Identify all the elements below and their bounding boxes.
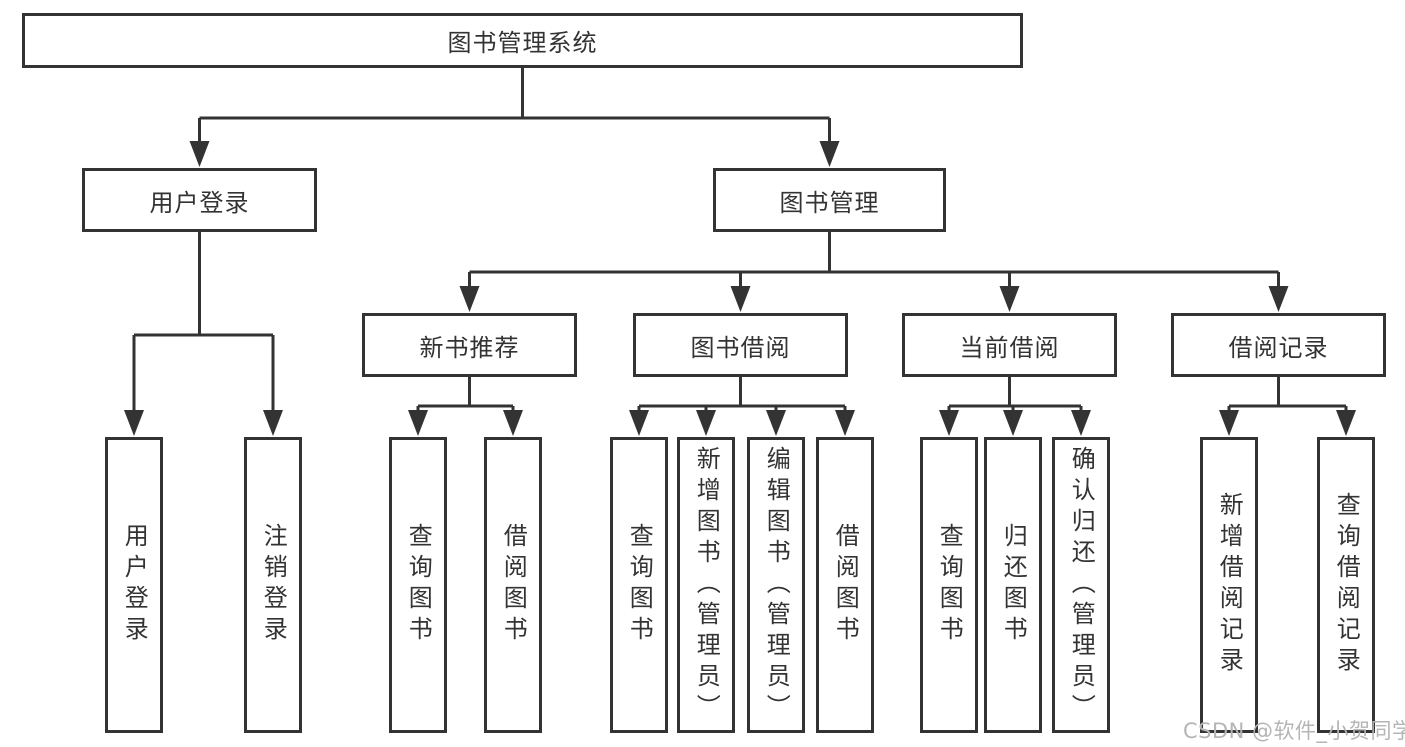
- node-book-borrow: 图书借阅: [633, 313, 848, 377]
- leaf-label: 查询图书: [625, 523, 654, 647]
- leaf-add-books-admin: 新增图书（管理员）: [677, 437, 735, 733]
- leaf-borrow-books-2: 借阅图书: [816, 437, 874, 733]
- leaf-label: 新增借阅记录: [1215, 492, 1244, 678]
- leaf-label: 归还图书: [999, 523, 1028, 647]
- leaf-query-books-3: 查询图书: [920, 437, 978, 733]
- leaf-query-borrow-record: 查询借阅记录: [1317, 437, 1375, 733]
- leaf-label: 查询借阅记录: [1332, 492, 1361, 678]
- leaf-label: 新增图书（管理员）: [692, 445, 721, 725]
- leaf-confirm-return-admin: 确认归还（管理员）: [1052, 437, 1110, 733]
- leaf-edit-books-admin: 编辑图书（管理员）: [747, 437, 805, 733]
- leaf-label: 查询图书: [404, 523, 433, 647]
- csdn-watermark: CSDN @软件_小贺同学: [1183, 719, 1405, 743]
- leaf-label: 借阅图书: [499, 523, 528, 647]
- leaf-query-books-1: 查询图书: [389, 437, 447, 733]
- leaf-label: 确认归还（管理员）: [1067, 445, 1096, 725]
- leaf-logout: 注销登录: [244, 437, 302, 733]
- leaf-label: 编辑图书（管理员）: [762, 445, 791, 725]
- leaf-label: 借阅图书: [831, 523, 860, 647]
- leaf-label: 查询图书: [935, 523, 964, 647]
- node-new-book-recommend: 新书推荐: [362, 313, 577, 377]
- leaf-add-borrow-record: 新增借阅记录: [1200, 437, 1258, 733]
- leaf-label: 注销登录: [259, 523, 288, 647]
- leaf-query-books-2: 查询图书: [610, 437, 668, 733]
- leaf-return-books: 归还图书: [984, 437, 1042, 733]
- leaf-label: 用户登录: [120, 523, 149, 647]
- node-borrow-records: 借阅记录: [1171, 313, 1386, 377]
- node-book-management: 图书管理: [713, 168, 946, 232]
- leaf-borrow-books-1: 借阅图书: [484, 437, 542, 733]
- leaf-user-login: 用户登录: [105, 437, 163, 733]
- node-current-borrow: 当前借阅: [902, 313, 1117, 377]
- node-user-login: 用户登录: [82, 168, 317, 232]
- node-system-root: 图书管理系统: [22, 13, 1023, 68]
